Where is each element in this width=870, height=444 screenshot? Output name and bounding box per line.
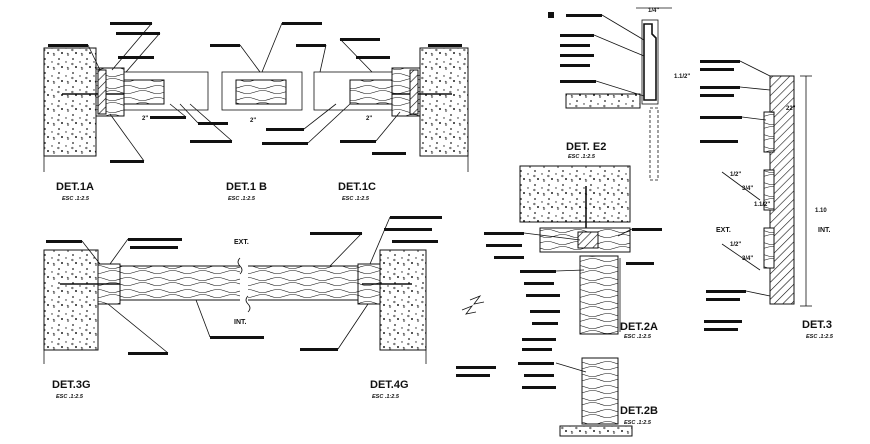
label-bars-e2 bbox=[548, 12, 602, 83]
leaf-1b-core bbox=[235, 79, 287, 105]
scale-det1a: ESC .1:2.5 bbox=[62, 196, 90, 202]
dim-label: 3/4" bbox=[742, 186, 753, 192]
floor-slab bbox=[565, 93, 641, 109]
profile-outline bbox=[643, 23, 657, 101]
embed-anchor bbox=[649, 107, 659, 181]
title-det2a: DET.2A bbox=[620, 321, 658, 333]
ext-label: EXT. bbox=[234, 239, 249, 246]
title-det1b: DET.1 B bbox=[226, 181, 267, 193]
dim-label: 1.10 bbox=[815, 208, 827, 214]
break-line bbox=[237, 257, 243, 275]
dim-2in: 2" bbox=[250, 118, 256, 124]
title-det1a: DET.1A bbox=[56, 181, 94, 193]
scale-det1c: ESC .1:2.5 bbox=[342, 196, 370, 202]
dim-label: 3/4" bbox=[742, 256, 753, 262]
break-gap bbox=[240, 262, 248, 304]
det-1-group: 2" 2" 2" DET.1A ESC .1:2.5 DET.1 B ESC .… bbox=[43, 22, 469, 202]
louver-blade bbox=[763, 227, 775, 269]
break-symbol bbox=[469, 295, 485, 305]
title-dete2: DET. E2 bbox=[566, 141, 606, 153]
dim-label: 1/2" bbox=[730, 172, 741, 178]
threshold-slab bbox=[559, 425, 633, 437]
dim-label: 1.1/2" bbox=[754, 202, 770, 208]
label-bars-det3 bbox=[700, 60, 746, 331]
leader-lines-det3g bbox=[81, 216, 391, 354]
scale-det3g: ESC .1:2.5 bbox=[56, 394, 84, 400]
leader-lines-det2 bbox=[523, 228, 633, 373]
title-det2b: DET.2B bbox=[620, 405, 658, 417]
louver-blade bbox=[763, 111, 775, 153]
det-3g-4g-group: EXT. INT. DET.3G ESC .1:2.5 DET.4G ESC .… bbox=[43, 216, 442, 400]
dim-label: 1/2" bbox=[730, 242, 741, 248]
leader-lines-det3 bbox=[739, 60, 771, 297]
leaf-1a-core bbox=[123, 79, 165, 105]
right-wall-concrete bbox=[419, 47, 469, 157]
lintel-concrete bbox=[519, 165, 631, 223]
jamb-section-2a bbox=[579, 255, 619, 335]
leader-lines-det1 bbox=[87, 22, 401, 162]
jamb-section-2b bbox=[581, 357, 619, 425]
int-label: INT. bbox=[818, 227, 831, 234]
label-bars-det3g bbox=[46, 216, 442, 355]
dim-label: 1/4" bbox=[648, 8, 659, 14]
door-leaf-section bbox=[119, 265, 359, 301]
scale-det2a: ESC .1:2.5 bbox=[624, 334, 652, 340]
hinge-insert bbox=[409, 69, 419, 115]
int-label: INT. bbox=[234, 319, 247, 326]
title-det3g: DET.3G bbox=[52, 379, 91, 391]
scale-det1b: ESC .1:2.5 bbox=[228, 196, 256, 202]
break-symbol bbox=[461, 305, 477, 315]
scale-det3: ESC .1:2.5 bbox=[806, 334, 834, 340]
label-bars-det2 bbox=[456, 228, 662, 389]
det-2-group: DET.2A ESC .1:2.5 DET.2B ESC .1:2.5 bbox=[456, 165, 662, 437]
leader bbox=[721, 171, 761, 201]
right-wall-concrete bbox=[379, 249, 427, 351]
ext-label: EXT. bbox=[716, 227, 731, 234]
title-det1c: DET.1C bbox=[338, 181, 376, 193]
louver-blade bbox=[763, 169, 775, 211]
scale-dete2: ESC .1:2.5 bbox=[568, 154, 596, 160]
leaf-1c-core bbox=[349, 79, 393, 105]
leader-lines-e2 bbox=[593, 14, 645, 97]
scale-det4g: ESC .1:2.5 bbox=[372, 394, 400, 400]
dim-label: 1.1/2" bbox=[674, 74, 690, 80]
dim-2in: 2" bbox=[142, 116, 148, 122]
label-bars-det1 bbox=[48, 22, 462, 163]
frame-profile bbox=[641, 19, 659, 105]
det-e2-group: 1/4" 1.1/2" DET. E2 ESC .1:2.5 bbox=[548, 7, 690, 181]
scale-det2b: ESC .1:2.5 bbox=[624, 420, 652, 426]
left-wall-concrete bbox=[43, 47, 97, 157]
hinge-insert bbox=[97, 69, 107, 115]
left-wall-concrete bbox=[43, 249, 99, 351]
title-det4g: DET.4G bbox=[370, 379, 409, 391]
dim-label: 22" bbox=[786, 106, 796, 112]
dim-2in: 2" bbox=[366, 116, 372, 122]
break-line bbox=[245, 295, 251, 313]
leader bbox=[721, 243, 761, 271]
head-insert bbox=[577, 231, 599, 249]
det-3-group: 1.10 22" 1/2" 3/4" 1/2" 3/4" 1.1/2" EXT.… bbox=[700, 60, 834, 340]
title-det3: DET.3 bbox=[802, 319, 832, 331]
